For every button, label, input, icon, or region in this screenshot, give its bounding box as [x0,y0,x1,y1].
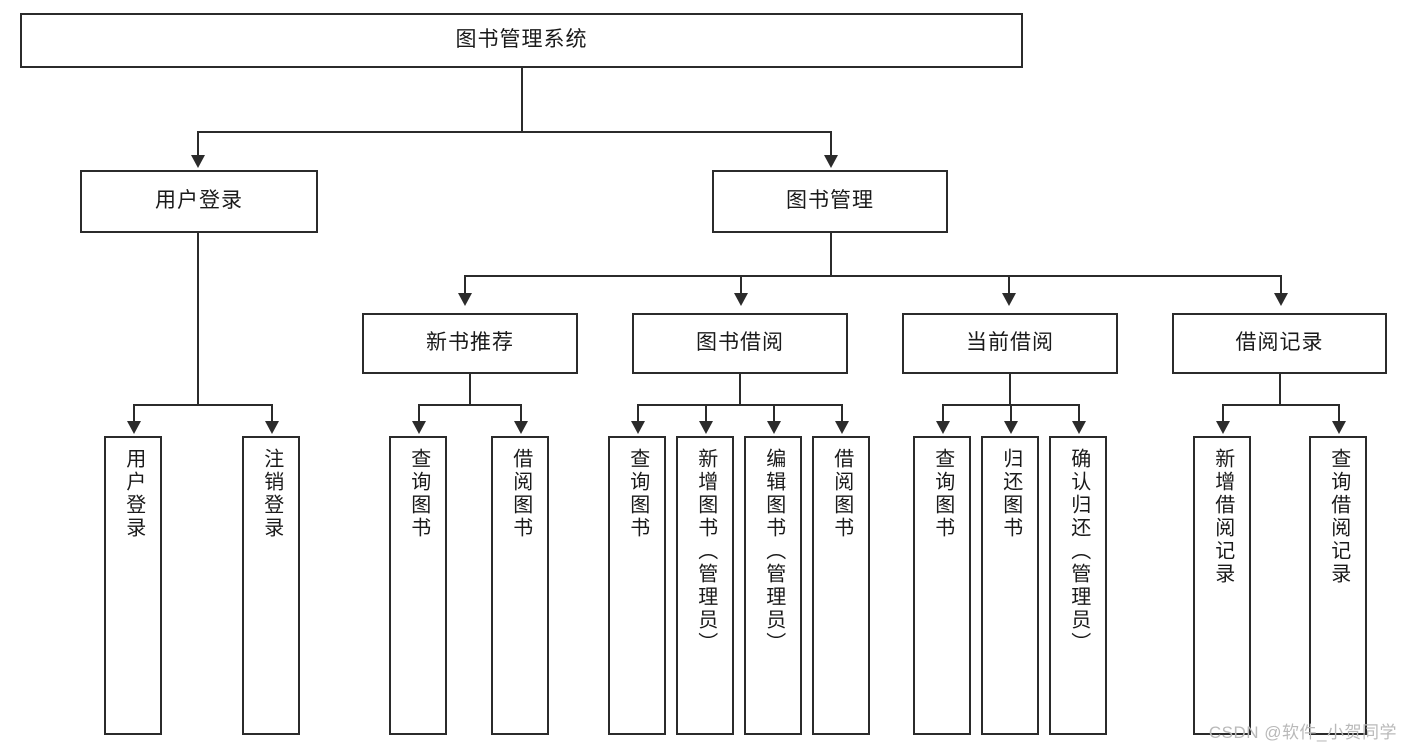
node-book-borrow[interactable]: 图书借阅 [632,313,848,374]
leaf-user-login[interactable]: 用户登录 [104,436,162,735]
leaf-user-logout[interactable]: 注销登录 [242,436,300,735]
leaf-recommend-borrow-book[interactable]: 借阅图书 [491,436,549,735]
node-label: 借阅图书 [509,448,532,540]
arrow-to-user-login [191,155,205,168]
node-label: 查询图书 [407,448,430,540]
node-borrow-record[interactable]: 借阅记录 [1172,313,1387,374]
arrow-to-borrow-record [1274,293,1288,306]
leaf-current-confirm-return-admin[interactable]: 确认归还（管理员） [1049,436,1107,735]
leaf-borrow-query-book[interactable]: 查询图书 [608,436,666,735]
connector-book-manage-bus [464,275,1280,277]
connector-borrow-record-stem [1279,374,1281,405]
connector-borrow-record-drop-1 [1222,404,1224,422]
arrow-book-borrow-leaf-4 [835,421,849,434]
leaf-record-add-record[interactable]: 新增借阅记录 [1193,436,1251,735]
connector-book-borrow-stem [739,374,741,405]
arrow-book-borrow-leaf-3 [767,421,781,434]
leaf-recommend-query-book[interactable]: 查询图书 [389,436,447,735]
arrow-borrow-record-leaf-2 [1332,421,1346,434]
arrow-to-current-borrow [1002,293,1016,306]
node-label: 归还图书 [999,448,1022,540]
arrow-new-book-leaf-1 [412,421,426,434]
connector-current-borrow-drop-2 [1010,404,1012,422]
arrow-user-login-leaf-2 [265,421,279,434]
arrow-new-book-leaf-2 [514,421,528,434]
connector-book-borrow-drop-4 [841,404,843,422]
connector-to-borrow-record [1280,275,1282,294]
connector-user-login-drop-1 [133,404,135,422]
connector-user-login-bus [133,404,271,406]
node-label: 查询图书 [626,448,649,540]
leaf-borrow-add-book-admin[interactable]: 新增图书（管理员） [676,436,734,735]
node-label: 编辑图书（管理员） [762,448,785,655]
node-label: 新增借阅记录 [1211,448,1234,586]
leaf-current-query-book[interactable]: 查询图书 [913,436,971,735]
node-label: 用户登录 [155,189,243,213]
csdn-watermark: CSDN @软件_小贺同学 [1208,723,1397,742]
connector-new-book-bus [418,404,520,406]
node-label: 查询图书 [931,448,954,540]
node-label: 借阅图书 [830,448,853,540]
node-book-management[interactable]: 图书管理 [712,170,948,233]
arrow-user-login-leaf-1 [127,421,141,434]
node-label: 用户登录 [122,448,145,540]
connector-to-new-book [464,275,466,294]
connector-to-book-borrow [740,275,742,294]
connector-root-stem [521,68,523,132]
arrow-borrow-record-leaf-1 [1216,421,1230,434]
connector-borrow-record-bus [1222,404,1338,406]
connector-user-login-drop-2 [271,404,273,422]
arrow-current-borrow-leaf-1 [936,421,950,434]
node-label: 图书管理 [786,189,874,213]
connector-current-borrow-drop-1 [942,404,944,422]
connector-book-borrow-bus [637,404,841,406]
connector-root-bus [197,131,831,133]
leaf-borrow-edit-book-admin[interactable]: 编辑图书（管理员） [744,436,802,735]
leaf-borrow-borrow-book[interactable]: 借阅图书 [812,436,870,735]
arrow-book-borrow-leaf-2 [699,421,713,434]
connector-book-borrow-drop-3 [773,404,775,422]
connector-book-manage-stem [830,233,832,276]
connector-to-current-borrow [1008,275,1010,294]
node-label: 注销登录 [260,448,283,540]
connector-to-book-manage [830,131,832,156]
node-label: 新书推荐 [426,331,514,355]
connector-new-book-drop-1 [418,404,420,422]
connector-user-login-stem [197,233,199,405]
node-label: 确认归还（管理员） [1067,448,1090,655]
node-root-system[interactable]: 图书管理系统 [20,13,1023,68]
arrow-current-borrow-leaf-2 [1004,421,1018,434]
node-new-book-recommend[interactable]: 新书推荐 [362,313,578,374]
leaf-current-return-book[interactable]: 归还图书 [981,436,1039,735]
connector-new-book-stem [469,374,471,405]
connector-to-user-login [197,131,199,156]
connector-book-borrow-drop-2 [705,404,707,422]
leaf-record-query-record[interactable]: 查询借阅记录 [1309,436,1367,735]
node-user-login[interactable]: 用户登录 [80,170,318,233]
connector-book-borrow-drop-1 [637,404,639,422]
arrow-to-book-manage [824,155,838,168]
node-label: 查询借阅记录 [1327,448,1350,586]
connector-current-borrow-drop-3 [1078,404,1080,422]
arrow-current-borrow-leaf-3 [1072,421,1086,434]
node-label: 新增图书（管理员） [694,448,717,655]
arrow-book-borrow-leaf-1 [631,421,645,434]
node-label: 图书管理系统 [455,28,588,52]
node-label: 借阅记录 [1235,331,1324,355]
connector-borrow-record-drop-2 [1338,404,1340,422]
connector-current-borrow-stem [1009,374,1011,405]
connector-new-book-drop-2 [520,404,522,422]
node-current-borrow[interactable]: 当前借阅 [902,313,1118,374]
arrow-to-new-book [458,293,472,306]
node-label: 当前借阅 [966,331,1054,355]
node-label: 图书借阅 [696,331,784,355]
arrow-to-book-borrow [734,293,748,306]
